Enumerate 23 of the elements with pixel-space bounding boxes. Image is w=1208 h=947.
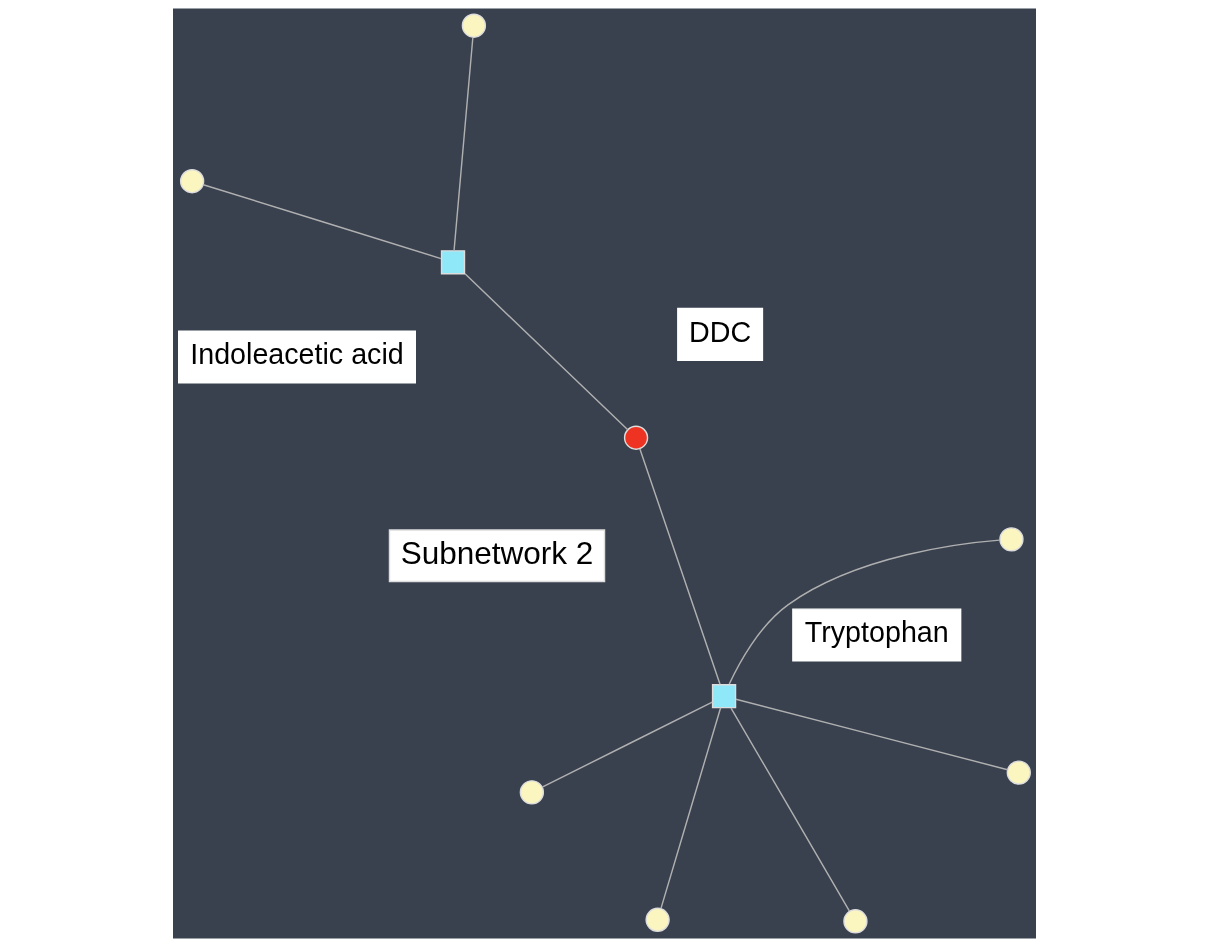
node-box — [440, 250, 465, 275]
node-box — [711, 683, 736, 709]
node-circle — [519, 780, 544, 805]
node-circle — [623, 425, 648, 450]
node-circle — [461, 13, 486, 38]
node-label: DDC — [688, 315, 751, 348]
node-circle — [179, 169, 204, 194]
connector — [541, 701, 713, 788]
connector — [659, 707, 721, 910]
connector — [463, 273, 628, 431]
node-label: Indoleacetic acid — [189, 338, 404, 371]
connector — [734, 698, 1008, 771]
node-circle — [1006, 760, 1031, 785]
connector — [638, 448, 721, 685]
node-circle — [998, 527, 1024, 552]
label: Subnetwork 2 — [400, 534, 593, 571]
connector — [728, 539, 1000, 685]
connector — [452, 37, 474, 252]
node-circle — [644, 907, 670, 932]
connector — [202, 184, 442, 260]
node-label: Tryptophan — [804, 616, 949, 649]
connector — [729, 707, 850, 912]
node-circle — [842, 909, 868, 934]
